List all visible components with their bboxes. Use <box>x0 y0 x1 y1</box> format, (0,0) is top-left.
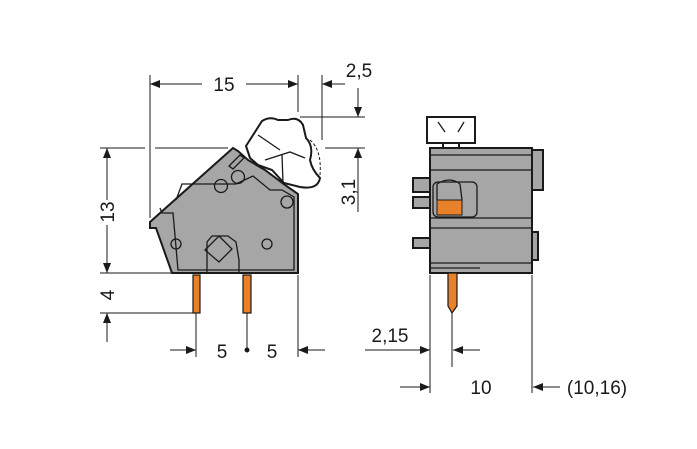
pin-left <box>192 274 201 314</box>
side-body <box>149 146 299 274</box>
dim-5-right: 5 <box>267 342 278 363</box>
dim-2-5: 2,5 <box>346 61 372 82</box>
front-dimensions: 2,15 10 (10,16) <box>365 275 627 399</box>
side-view <box>149 117 322 314</box>
lever <box>244 117 322 189</box>
dim-5-left: 5 <box>217 342 228 363</box>
dim-4: 4 <box>98 289 119 300</box>
dim-10: 10 <box>470 378 491 399</box>
dim-13: 13 <box>98 201 119 222</box>
dim-2-15: 2,15 <box>372 326 409 347</box>
dim-3-1: 3,1 <box>339 179 360 205</box>
orange-release <box>436 199 463 216</box>
lever-cap <box>426 116 476 144</box>
dim-15: 15 <box>213 75 234 96</box>
front-view <box>412 116 544 315</box>
dim-10-16: (10,16) <box>567 378 627 399</box>
pin-right <box>242 274 252 314</box>
pin-front <box>447 272 458 315</box>
side-dimensions: 15 2,5 3,1 13 4 5 5 <box>98 61 372 363</box>
